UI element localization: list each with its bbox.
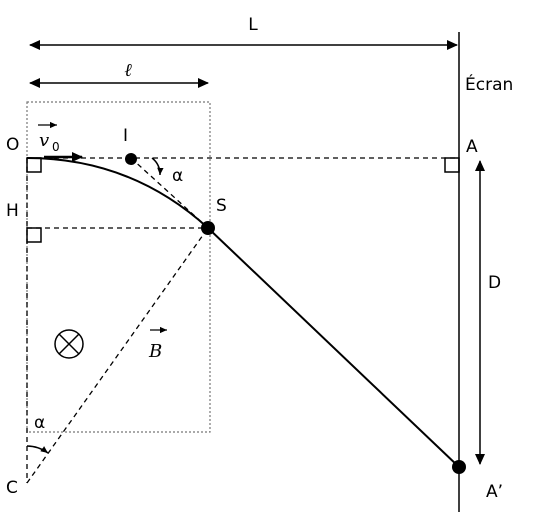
right-angle-A: [444, 157, 460, 173]
trajectory-arc: [26, 157, 209, 229]
right-angle-O: [26, 157, 42, 173]
point-A-prime: [452, 460, 466, 474]
label-S: S: [216, 196, 227, 216]
label-A: A: [466, 137, 478, 157]
label-v0-sub: 0: [52, 140, 60, 154]
angle-arc-C: [26, 445, 49, 454]
label-L: L: [248, 15, 258, 35]
radius-CS: [26, 227, 209, 484]
label-O: O: [6, 135, 19, 155]
right-angle-H: [26, 227, 42, 243]
label-A-prime: A’: [486, 482, 503, 502]
label-v0: v: [39, 130, 49, 151]
label-D: D: [488, 273, 501, 293]
point-I: [125, 153, 137, 165]
label-B: B: [148, 341, 162, 362]
angle-arc-I: [151, 157, 164, 176]
label-screen: Écran: [465, 73, 513, 95]
label-C: C: [6, 478, 18, 498]
label-H: H: [6, 201, 19, 221]
label-I: I: [123, 126, 128, 146]
label-alpha-top: α: [172, 166, 183, 186]
trajectory-line: [207, 227, 460, 468]
label-l: ℓ: [124, 60, 132, 81]
circled-cross-icon: [54, 329, 84, 359]
point-S: [201, 221, 215, 235]
label-alpha-bottom: α: [34, 413, 45, 433]
